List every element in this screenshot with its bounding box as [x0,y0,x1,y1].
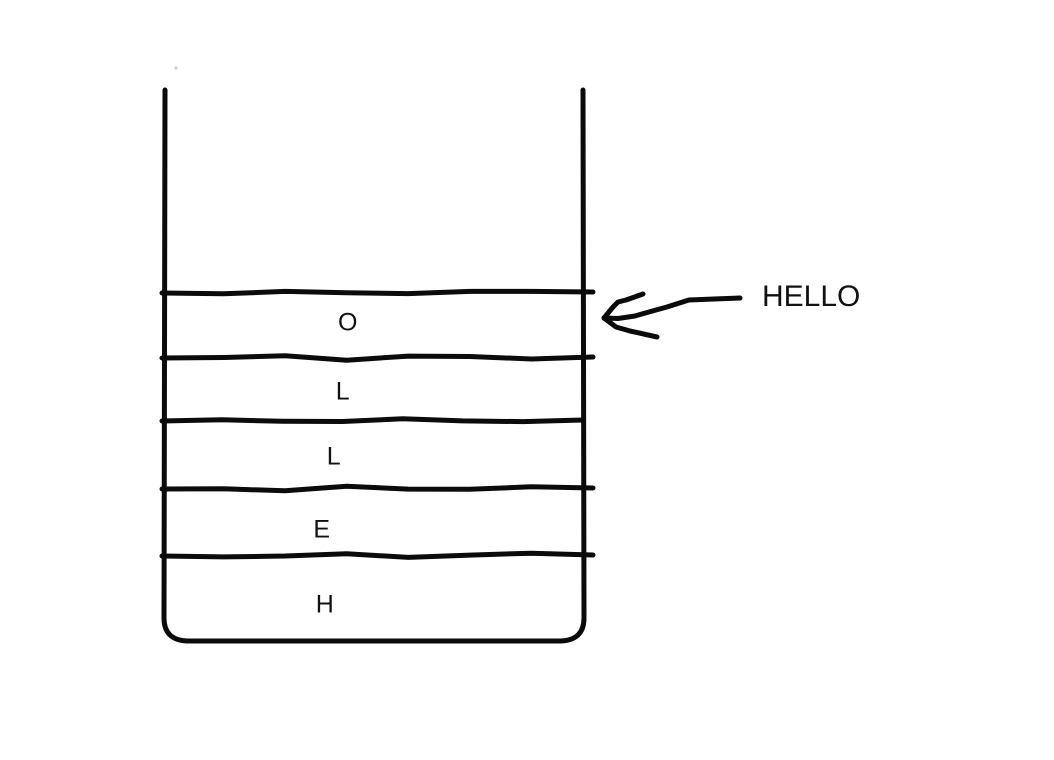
stack-cell-letter-o: O [338,309,358,337]
stack-cell-letter-e: E [313,516,330,544]
ink-speck [174,66,178,70]
stack-cell-letter-l-upper: L [336,378,350,406]
stack-dividers [159,288,596,560]
arrow-barb-lower [601,315,660,340]
stack-divider-line [159,483,596,494]
stack-cell-letter-l-lower: L [327,443,341,471]
stack-container [161,87,587,644]
callout-arrow-icon [601,291,743,340]
arrow-shaft [601,295,743,321]
stack-container-outline [161,87,587,644]
stack-divider-line [159,353,596,363]
callout-label-hello: HELLO [762,280,860,313]
stack-divider-line [159,416,586,425]
stack-cell-letter-h: H [316,591,335,619]
stack-cell-letters: O L L E H [313,309,358,619]
stack-divider-line [159,288,596,297]
arrow-barb-upper [601,291,646,321]
stack-divider-line [159,550,596,560]
